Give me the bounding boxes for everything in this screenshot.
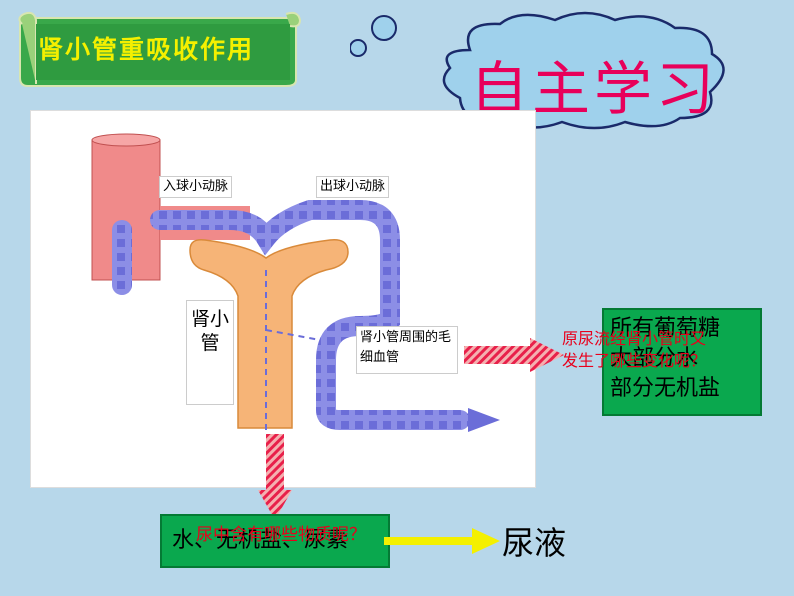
- peritubular-capillary: [112, 200, 470, 430]
- afferent-arteriole-label: 入球小动脉: [159, 176, 233, 198]
- capillary-label: 肾小管周围的毛细血管: [356, 326, 458, 374]
- title-scroll-banner: [18, 11, 302, 87]
- filtrate-path: [265, 270, 321, 430]
- question-tubule-change: 原尿流经肾小管时又 发生了哪些变化呢？: [562, 328, 794, 372]
- question-line: 原尿流经肾小管时又: [562, 329, 707, 348]
- result-arrow-icon: [384, 528, 500, 554]
- renal-tubule-label: 肾小管: [186, 300, 234, 405]
- outflow-arrow-icon: [468, 408, 500, 432]
- reabsorbed-item: 部分无机盐: [610, 376, 721, 401]
- reabsorbed-item: 大部分水: [610, 346, 699, 371]
- efferent-arteriole-label: 出球小动脉: [316, 176, 390, 198]
- urine-flow-arrow-icon: [258, 434, 292, 520]
- thought-cloud: [350, 11, 725, 130]
- reabsorbed-item: 所有葡萄糖: [610, 316, 721, 341]
- kidney-tubule-diagram: [91, 133, 500, 432]
- question-line: 发生了哪些变化呢？: [562, 351, 707, 370]
- urine-components-box: [160, 514, 390, 568]
- result-urine-label: 尿液: [502, 524, 567, 562]
- urine-components-text: 水、无机盐、尿素: [172, 528, 349, 553]
- reabsorbed-substances-box: [602, 308, 762, 416]
- reabsorb-arrow-icon: [464, 338, 564, 372]
- reabsorbed-substances-list: 所有葡萄糖 大部分水 部分无机盐: [610, 314, 760, 404]
- cloud-heading: 自主学习: [470, 55, 719, 123]
- question-urine-contents: 尿中含有哪些物质呢？: [196, 525, 366, 545]
- page-title: 肾小管重吸收作用: [38, 35, 255, 64]
- renal-tubule: [189, 238, 349, 429]
